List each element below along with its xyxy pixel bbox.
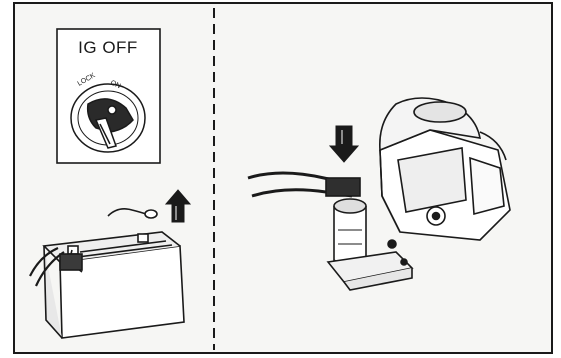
ignition-off-label: IG OFF bbox=[62, 38, 154, 58]
